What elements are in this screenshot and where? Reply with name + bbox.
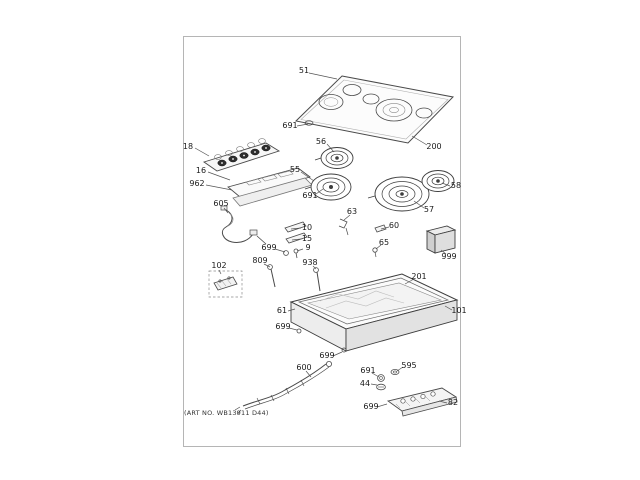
control-module <box>227 167 311 198</box>
terminal-block-82 <box>386 387 458 417</box>
grommet-699-mid <box>283 250 289 256</box>
wire-harness-605 <box>220 205 267 245</box>
bracket-60 <box>374 224 387 233</box>
art-number-text: (ART NO. WB13911 D44) <box>184 409 269 417</box>
trim-strip-10 <box>284 221 307 233</box>
trim-strip-15 <box>285 232 308 244</box>
screw-938 <box>313 267 321 292</box>
burner-element-55 <box>304 173 352 201</box>
grommet-595 <box>390 368 400 375</box>
knob-assembly <box>202 138 281 172</box>
mounting-bracket-102 <box>208 270 243 298</box>
burner-element-58 <box>421 170 455 192</box>
leader-lines <box>194 72 453 408</box>
screw-809 <box>267 264 276 288</box>
glass-cooktop <box>294 75 455 144</box>
grommet-691-bottom <box>377 374 385 382</box>
capacitor-box-999 <box>425 225 457 254</box>
drawing-border <box>183 36 461 447</box>
screw-9 <box>293 248 299 259</box>
wire-harness-600 <box>234 360 332 415</box>
tray-grommet-699-left <box>296 328 302 334</box>
tray-grommet-699-bottom <box>341 347 347 353</box>
main-burner-box <box>289 273 459 353</box>
screw-65 <box>372 247 378 258</box>
burner-element-57 <box>367 176 430 212</box>
burner-element-56 <box>314 147 354 169</box>
clip-63 <box>338 218 349 236</box>
grommet-44 <box>376 383 386 391</box>
glass-grommet-691 <box>304 120 314 126</box>
